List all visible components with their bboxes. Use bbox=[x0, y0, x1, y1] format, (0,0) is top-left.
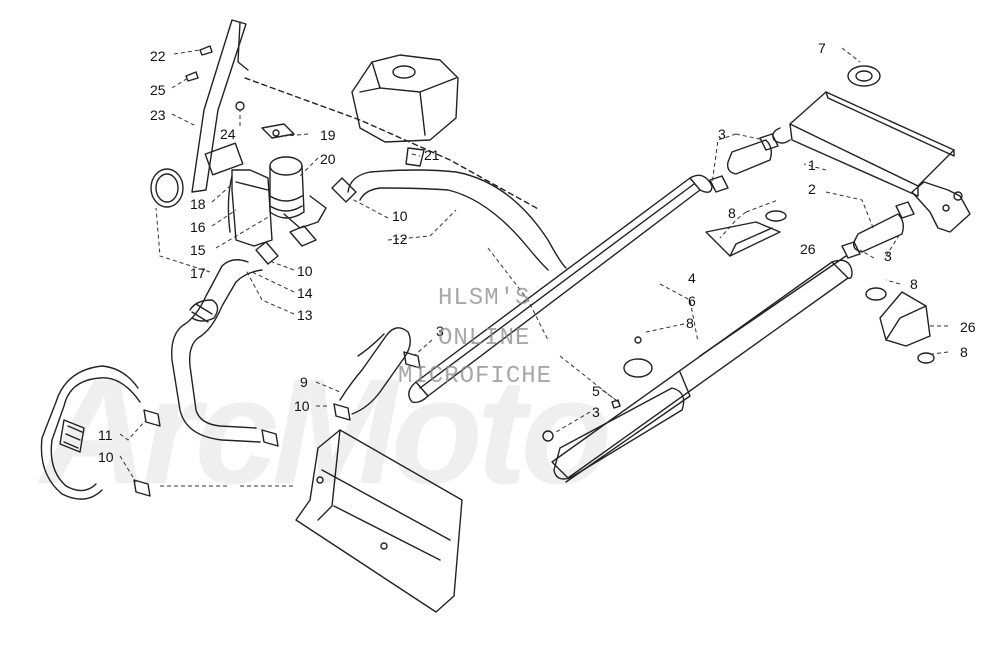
mount-bracket bbox=[191, 19, 249, 193]
callout-3-center: 3 bbox=[436, 323, 444, 339]
callout-26-lower: 26 bbox=[960, 319, 976, 335]
watermark-line-3: MICROFICHE bbox=[398, 363, 553, 390]
callout-15: 15 bbox=[190, 242, 206, 258]
callout-6: 6 bbox=[688, 293, 696, 309]
hose-13 bbox=[171, 259, 263, 443]
callout-10-center: 10 bbox=[294, 398, 310, 414]
callout-25: 25 bbox=[150, 82, 166, 98]
hose-12 bbox=[347, 169, 567, 271]
bolts bbox=[185, 45, 245, 111]
callout-9: 9 bbox=[300, 374, 308, 390]
callout-18: 18 bbox=[190, 196, 206, 212]
fuel-tank bbox=[351, 54, 459, 143]
heat-shield-plate bbox=[295, 429, 463, 613]
callout-20: 20 bbox=[320, 151, 336, 167]
bracket-26-upper bbox=[705, 210, 787, 257]
callout-3-upper: 3 bbox=[718, 126, 726, 142]
callout-10-lower-left: 10 bbox=[98, 449, 114, 465]
callout-3-right: 3 bbox=[884, 248, 892, 264]
callout-14: 14 bbox=[297, 285, 313, 301]
callout-13: 13 bbox=[297, 307, 313, 323]
pipe-2-upper bbox=[726, 139, 773, 175]
callout-4: 4 bbox=[688, 270, 696, 286]
callout-26-upper: 26 bbox=[800, 241, 816, 257]
callout-8-lower: 8 bbox=[960, 344, 968, 360]
callout-12: 12 bbox=[392, 231, 408, 247]
callout-7: 7 bbox=[818, 40, 826, 56]
leader-lines bbox=[119, 47, 949, 487]
callout-16: 16 bbox=[190, 219, 206, 235]
clamp-ring bbox=[150, 168, 184, 208]
callout-22: 22 bbox=[150, 48, 166, 64]
muffler-1 bbox=[772, 91, 971, 233]
lower-shield bbox=[553, 387, 685, 480]
watermark-line-1: HLSM'S bbox=[438, 285, 531, 312]
callout-8-upper: 8 bbox=[728, 205, 736, 221]
pipe-4 bbox=[408, 174, 713, 404]
callout-1: 1 bbox=[808, 157, 816, 173]
callout-8-center: 8 bbox=[686, 315, 694, 331]
callout-3-lower: 3 bbox=[592, 404, 600, 420]
reservoir-assembly bbox=[204, 123, 327, 247]
hose-9 bbox=[339, 327, 411, 415]
callout-21: 21 bbox=[424, 147, 440, 163]
callout-10-upper-left: 10 bbox=[297, 263, 313, 279]
bracket-26-lower bbox=[865, 287, 935, 364]
callout-17: 17 bbox=[190, 265, 206, 281]
callout-5: 5 bbox=[592, 383, 600, 399]
frame-tube bbox=[244, 77, 541, 211]
hose-11 bbox=[40, 365, 141, 500]
callout-24: 24 bbox=[220, 126, 236, 142]
callout-2: 2 bbox=[808, 181, 816, 197]
callout-11: 11 bbox=[98, 427, 113, 443]
callout-10-upper-right: 10 bbox=[392, 208, 408, 224]
pipe-6 bbox=[551, 255, 853, 483]
callout-8-right: 8 bbox=[910, 276, 918, 292]
pipe-2-lower bbox=[852, 213, 905, 253]
watermark-line-2: ONLINE bbox=[438, 325, 531, 352]
grommet-7 bbox=[847, 65, 881, 87]
callout-19: 19 bbox=[320, 127, 336, 143]
callout-23: 23 bbox=[150, 107, 166, 123]
